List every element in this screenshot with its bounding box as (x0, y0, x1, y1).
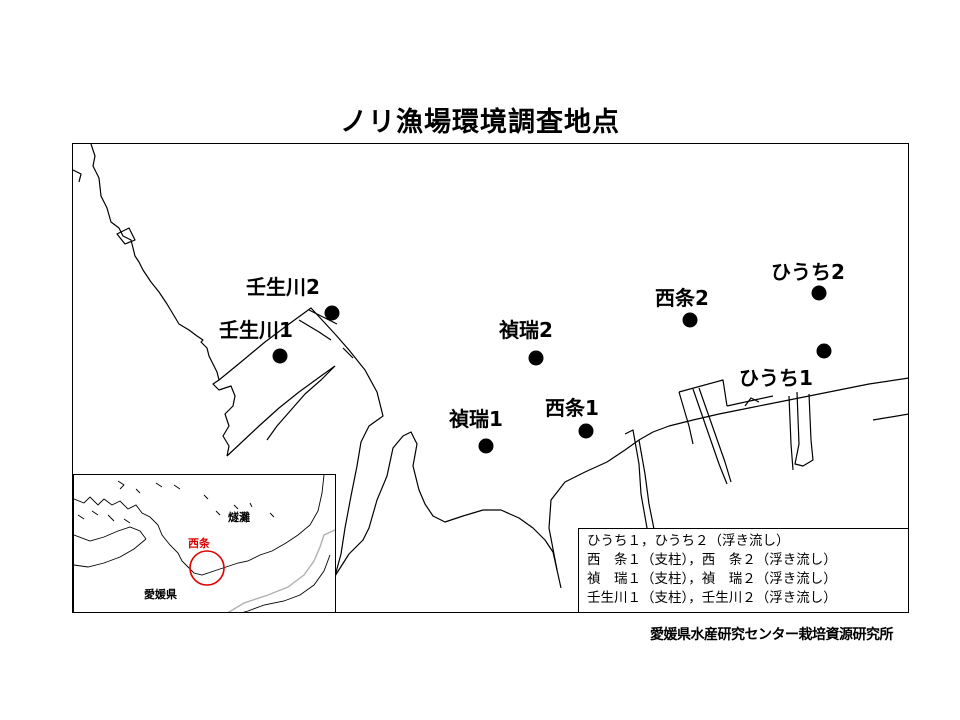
legend-line: 西 条１（支柱），西 条２（浮き流し） (587, 552, 837, 568)
station-label-teizui2: 禎瑞2 (499, 318, 553, 342)
legend-line: 壬生川１（支柱），壬生川２（浮き流し） (587, 590, 837, 606)
inset-prefecture-label: 愛媛県 (144, 588, 177, 601)
station-dot-teizui2 (528, 350, 544, 366)
main-map: 壬生川2 壬生川1 禎瑞2 禎瑞1 西条2 西条1 ひうち2 ひうち1 (72, 143, 909, 613)
legend-line: ひうち１，ひうち２（浮き流し） (587, 533, 790, 549)
station-dot-saijo1 (578, 423, 594, 439)
station-label-hiuchi1: ひうち1 (739, 366, 813, 390)
station-label-mibugawa2: 壬生川2 (246, 275, 320, 299)
station-dot-hiuchi2 (811, 285, 827, 301)
station-label-saijo1: 西条1 (545, 396, 599, 420)
legend-box: ひうち１，ひうち２（浮き流し） 西 条１（支柱），西 条２（浮き流し） 禎 瑞１… (578, 528, 908, 612)
inset-city-label: 西条 (188, 537, 210, 550)
inset-map: 燧灘 西条 愛媛県 (73, 474, 336, 612)
station-dot-mibugawa2 (324, 305, 340, 321)
station-label-saijo2: 西条2 (655, 286, 709, 310)
inset-sea-label: 燧灘 (228, 511, 250, 524)
station-dot-teizui1 (478, 438, 494, 454)
highlight-circle (189, 550, 225, 586)
station-label-teizui1: 禎瑞1 (449, 407, 503, 431)
station-dot-mibugawa1 (272, 348, 288, 364)
credit-text: 愛媛県水産研究センター栽培資源研究所 (650, 627, 894, 643)
station-label-hiuchi2: ひうち2 (771, 260, 845, 284)
legend-line: 禎 瑞１（支柱），禎 瑞２（浮き流し） (587, 571, 837, 587)
station-label-mibugawa1: 壬生川1 (219, 318, 293, 342)
station-dot-hiuchi1 (816, 343, 832, 359)
inset-coastline (74, 475, 335, 612)
map-title: ノリ漁場環境調査地点 (340, 107, 620, 138)
station-dot-saijo2 (682, 312, 698, 328)
